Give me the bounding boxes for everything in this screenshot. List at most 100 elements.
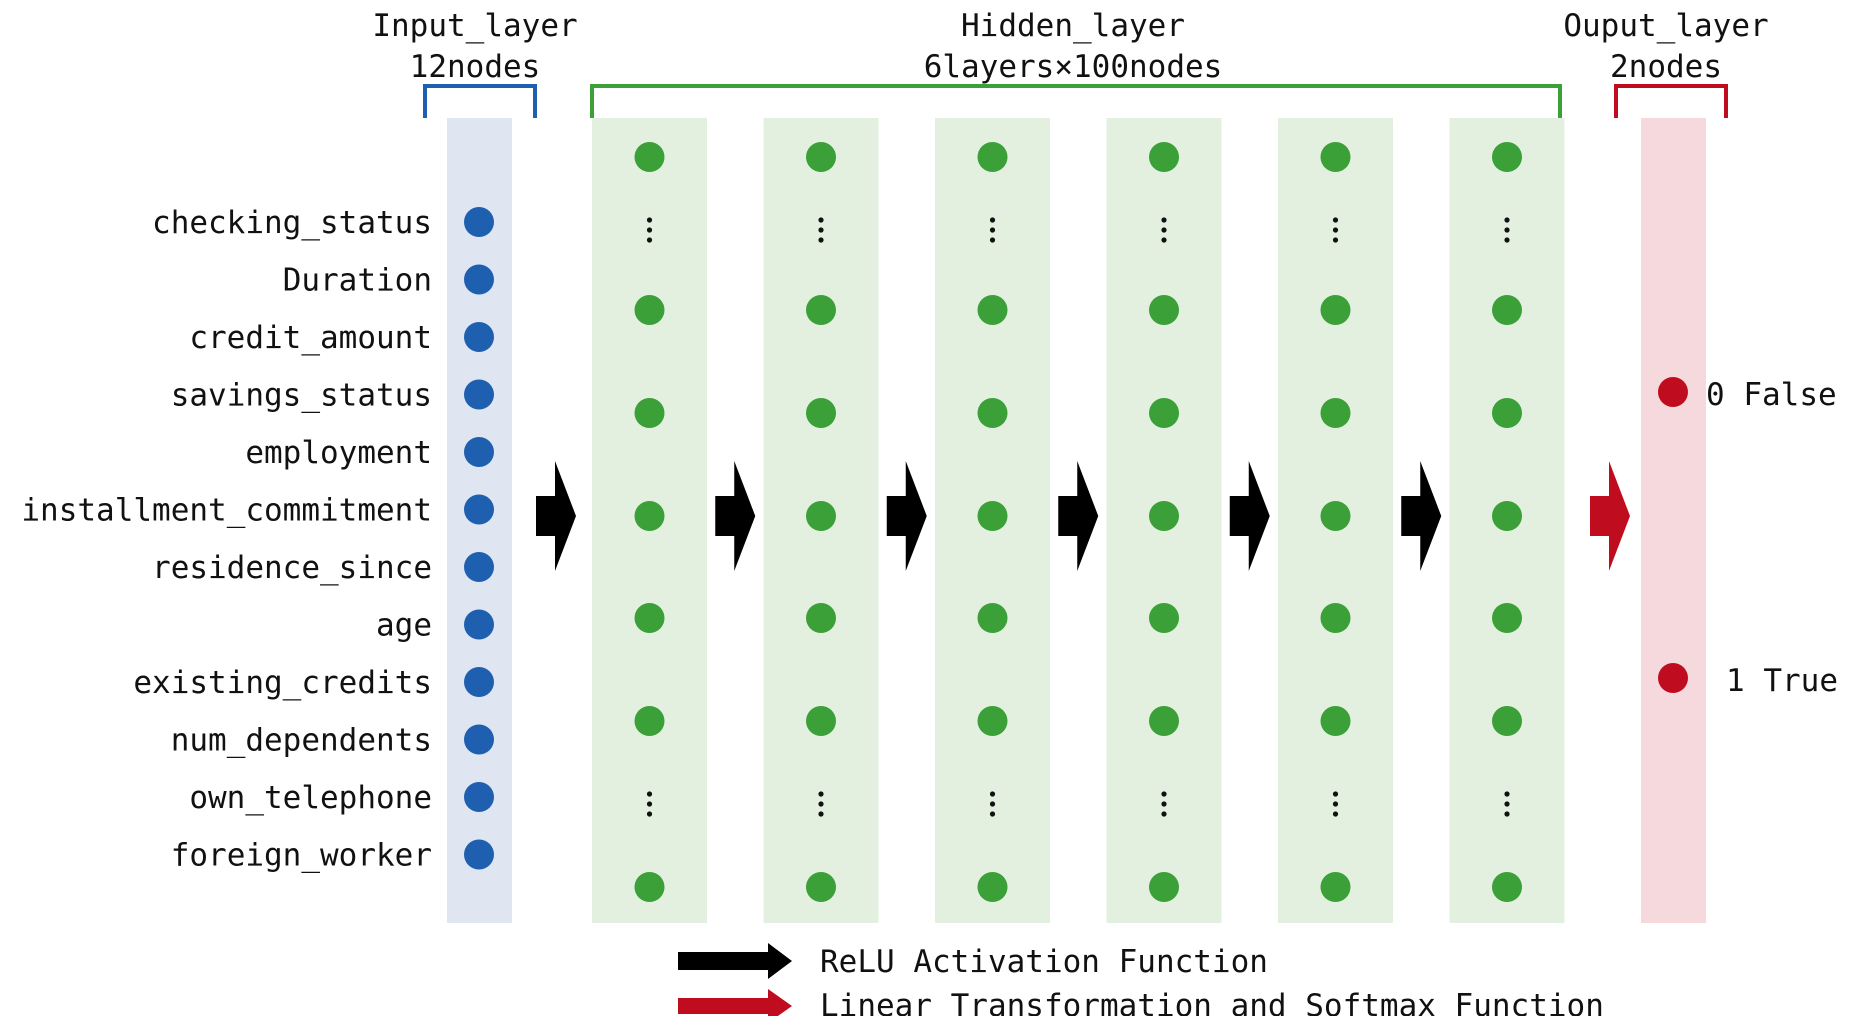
output-node-label: 0 False [1706,377,1837,413]
ellipsis-icon [989,791,996,817]
input-node [464,322,494,352]
hidden-node [1149,398,1179,428]
output-node [1658,663,1688,693]
ellipsis-icon [1332,217,1339,243]
input-node [464,667,494,697]
input-node [464,264,494,295]
hidden-node [634,142,665,172]
input-feature-label: age [376,608,432,644]
hidden-node [977,872,1008,902]
hidden-node [806,142,836,172]
relu-arrow-icon [1229,461,1270,571]
input-feature-label: Duration [283,263,432,299]
ellipsis-dot [1161,217,1167,223]
input-feature-label: savings_status [171,378,432,414]
ellipsis-dot [1504,237,1510,243]
ellipsis-dot [1332,237,1339,243]
hidden-node [1320,706,1351,736]
ellipsis-dot [818,791,824,797]
ellipsis-dot [1332,227,1339,233]
ellipsis-dot [1161,811,1167,817]
hidden-node [1320,603,1351,633]
hidden-node [977,706,1008,736]
hidden-node [1149,501,1179,531]
input-feature-label: num_dependents [171,723,432,759]
ellipsis-icon [1504,217,1510,243]
ellipsis-dot [646,791,653,797]
ellipsis-dot [818,217,824,223]
ellipsis-dot [818,811,824,817]
ellipsis-dot [1504,801,1510,807]
output-node-label: 1 True [1726,663,1838,699]
ellipsis-icon [1332,791,1339,817]
hidden-layer-bracket [590,84,1562,118]
input-layer-subtitle: 12nodes [410,49,541,85]
ellipsis-icon [646,217,653,243]
hidden-node [634,603,665,633]
input-node [464,839,494,870]
hidden-layer-subtitle: 6layers×100nodes [924,49,1223,85]
input-node [464,379,494,410]
input-feature-label: existing_credits [133,665,432,701]
ellipsis-dot [1161,227,1167,233]
relu-arrow-icon [886,461,927,571]
ellipsis-dot [646,237,653,243]
ellipsis-icon [1161,217,1167,243]
hidden-nodes [634,142,1522,902]
ellipsis-icon [818,791,824,817]
input-feature-label: employment [245,435,432,471]
input-node [464,724,494,755]
hidden-node [634,398,665,428]
hidden-node [806,603,836,633]
input-node [464,552,494,582]
ellipsis-icon [989,217,996,243]
output-nodes: 0 False 1 True [1658,377,1838,699]
ellipsis-dot [989,811,996,817]
hidden-node [806,295,836,325]
layer-arrows [536,461,1630,571]
hidden-node [806,872,836,902]
hidden-node [806,706,836,736]
hidden-node [1320,295,1351,325]
hidden-node [1320,872,1351,902]
hidden-node [1492,872,1522,902]
input-layer-bracket [423,84,537,118]
ellipsis-dot [989,227,996,233]
hidden-node [1492,706,1522,736]
input-node [464,494,494,525]
hidden-node [634,872,665,902]
hidden-node [977,398,1008,428]
ellipsis-dot [1332,217,1339,223]
relu-arrow-icon [1058,461,1099,571]
ellipsis-dot [1161,791,1167,797]
hidden-node [634,501,665,531]
input-features: checking_statusDurationcredit_amountsavi… [21,205,494,874]
input-feature-label: foreign_worker [171,838,432,874]
ellipsis-dot [1161,237,1167,243]
output-layer-bracket [1614,84,1728,118]
hidden-node [634,706,665,736]
hidden-node [1149,142,1179,172]
ellipsis-dot [646,811,653,817]
softmax-arrow-icon [1590,461,1630,571]
legend-relu-label: ReLU Activation Function [820,944,1268,980]
hidden-node [1492,142,1522,172]
input-feature-label: own_telephone [189,780,432,816]
ellipsis-dot [1504,227,1510,233]
input-layer-title: Input_layer [372,8,577,44]
input-feature-label: checking_status [152,205,432,241]
ellipsis-dot [646,801,653,807]
ellipsis-icon [646,791,653,817]
legend: ReLU Activation Function Linear Transfor… [678,943,1604,1020]
hidden-layer-title: Hidden_layer [961,8,1185,44]
input-node [464,207,494,237]
hidden-node [977,603,1008,633]
ellipsis-dot [989,237,996,243]
hidden-node [1149,706,1179,736]
hidden-node [1492,398,1522,428]
hidden-node [1320,501,1351,531]
hidden-node [806,501,836,531]
output-layer-title: Ouput_layer [1563,8,1768,44]
